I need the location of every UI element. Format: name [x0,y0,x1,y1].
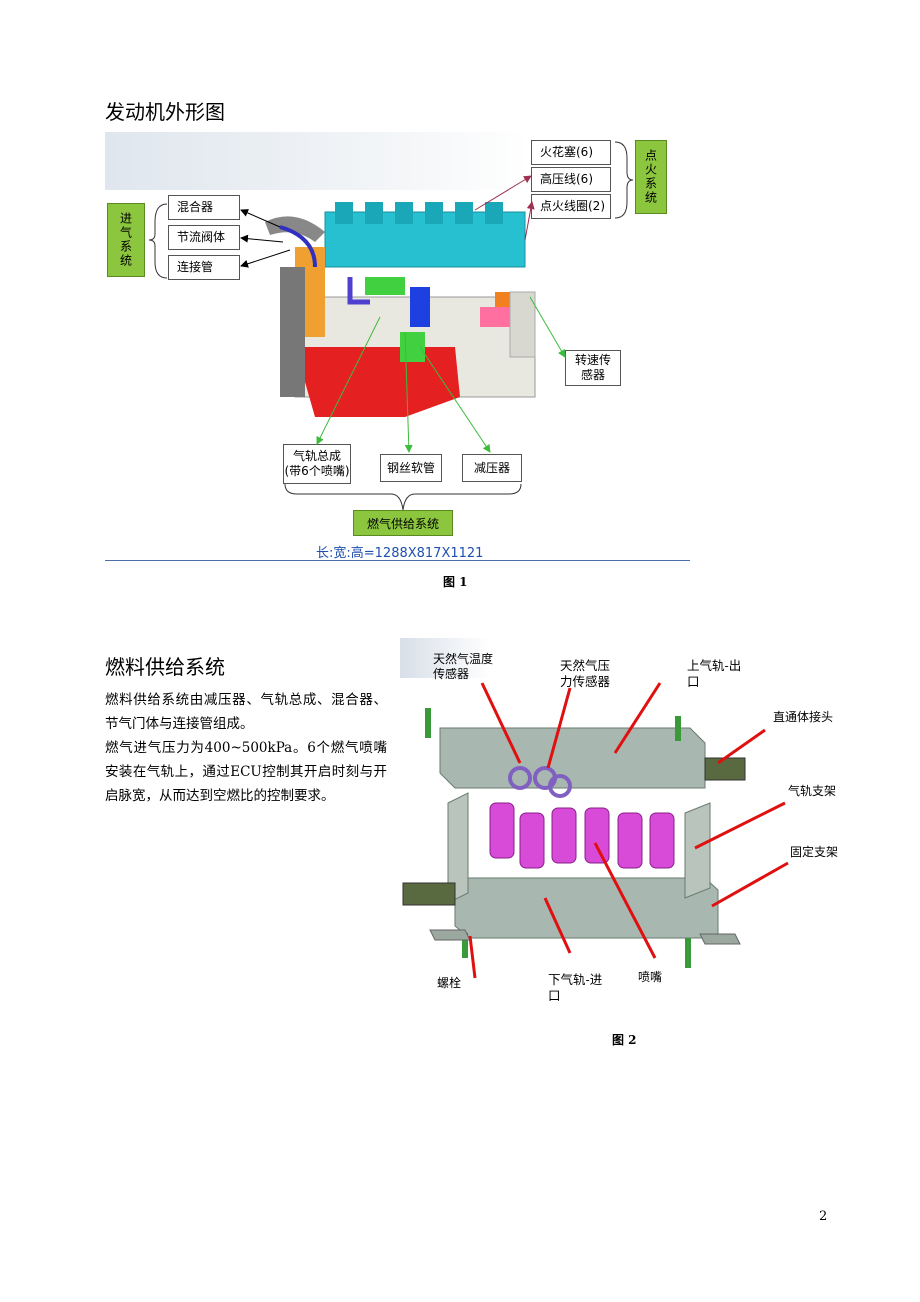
intake-item-throttle: 节流阀体 [168,225,240,250]
label-fixed-bracket: 固定支架 [790,845,839,859]
page-number: 2 [819,1209,828,1224]
figure1-caption: 图 1 [443,575,468,589]
fuel-item-hose: 钢丝软管 [380,454,442,482]
figure2-background [400,638,490,678]
ignition-brace [614,141,634,219]
intake-item-pipe: 连接管 [168,255,240,280]
section-title-engine: 发动机外形图 [105,100,225,124]
ignition-system-label: 点火系统 [635,140,667,214]
dimension-text: 长:宽:高=1288X817X1121 [316,546,484,561]
ignition-item-hv-wire: 高压线(6) [531,167,611,192]
figure-fuel-rail: 天然气温度 传感器 天然气压 力传感器 上气轨-出 口 直通体接头 气轨支架 固… [400,638,840,1010]
label-fitting: 直通体接头 [773,710,834,724]
fuel-rail-illustration [402,682,789,979]
ignition-item-coil: 点火线圈(2) [531,194,611,219]
intake-system-label: 进气系统 [107,203,145,277]
figure-background [105,132,530,190]
label-bolt: 螺栓 [437,976,462,990]
label-temp-sensor: 天然气温度 传感器 [433,652,494,681]
label-rail-bracket: 气轨支架 [788,784,837,798]
figure-engine: 进气系统 混合器 节流阀体 连接管 火花塞(6) 高压线(6) 点火线圈(2) … [105,132,695,572]
figure2-caption: 图 2 [612,1033,637,1047]
label-lower-rail: 下气轨-进 口 [548,972,603,1003]
paragraph-2: 燃气进气压力为400~500kPa。6个燃气喷嘴安装在气轨上，通过ECU控制其开… [105,740,387,804]
intake-brace [148,203,168,279]
fuel-system-label: 燃气供给系统 [353,510,453,536]
fuel-item-regulator: 减压器 [462,454,522,482]
figure1-arrows [240,175,566,453]
ignition-item-spark-plug: 火花塞(6) [531,140,611,165]
label-pressure-sensor: 天然气压 力传感器 [560,658,611,689]
intake-item-mixer: 混合器 [168,195,240,220]
fuel-item-rail: 气轨总成 (带6个喷嘴) [283,444,351,484]
section-title-fuel-supply: 燃料供给系统 [105,655,225,679]
speed-sensor-label: 转速传感器 [565,350,621,386]
label-nozzle: 喷嘴 [638,970,663,984]
figure1-rule [105,560,690,561]
label-upper-rail: 上气轨-出 口 [687,658,742,689]
paragraph-1: 燃料供给系统由减压器、气轨总成、混合器、节气门体与连接管组成。 [105,692,387,732]
